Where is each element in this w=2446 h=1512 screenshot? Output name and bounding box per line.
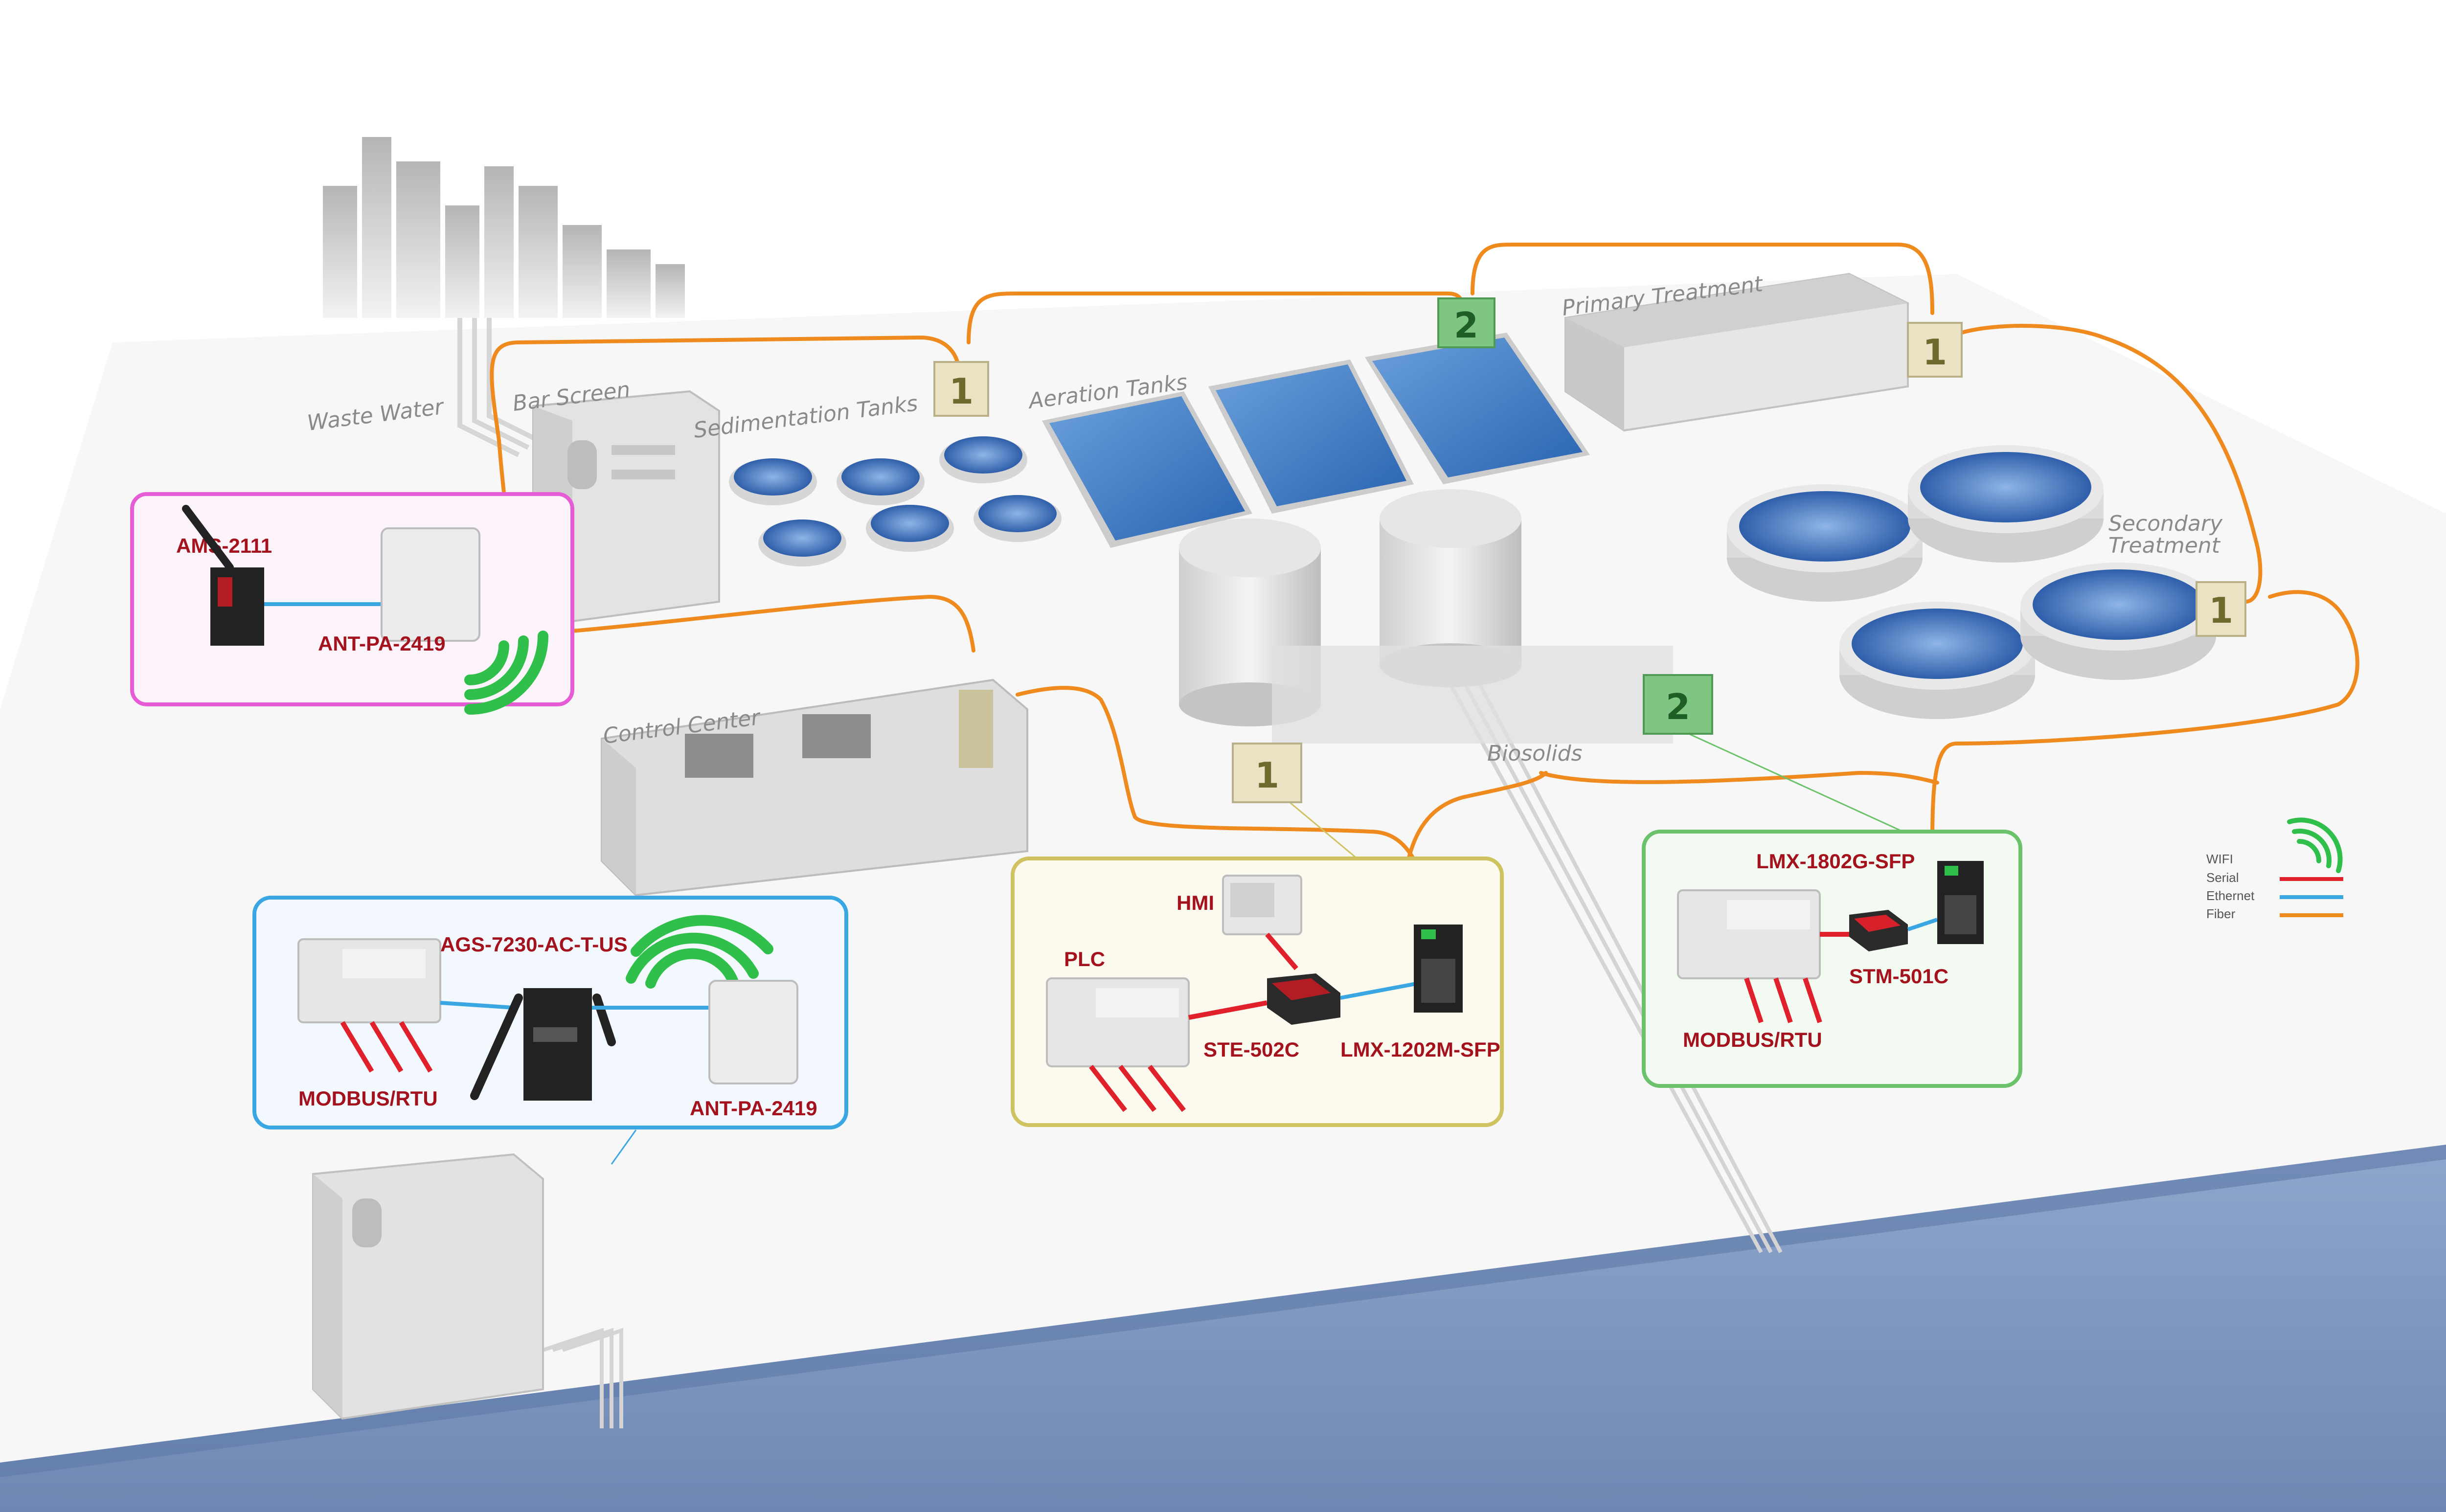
ags-7230-router [470, 988, 616, 1101]
secondary-clarifiers [1727, 445, 2216, 719]
antenna-icon [470, 993, 523, 1100]
remote-pump-station [312, 1153, 544, 1420]
city-skyline [323, 137, 685, 318]
panel-antenna-top [381, 527, 480, 642]
wifi-icon-bottom [626, 915, 773, 989]
aeration-tanks [1042, 333, 1590, 548]
plc-icon-center [1046, 977, 1190, 1067]
label-ste-502c: STE-502C [1203, 1038, 1299, 1061]
network-nodes: 1 2 1 1 2 1 [933, 297, 2246, 803]
ste-502c-device [1267, 973, 1340, 1025]
legend-ethernet-label: Ethernet [2206, 888, 2255, 903]
node-2-aeration: 2 [1437, 297, 1495, 348]
plc-icon-right [1677, 889, 1821, 979]
panel-ams-2111: AMS-2111 ANT-PA-2419 [130, 492, 574, 715]
outfall-pipes [542, 679, 1783, 1428]
stm-501c-device [1849, 910, 1908, 951]
label-stm-501c: STM-501C [1849, 965, 1948, 988]
node-1-primary: 1 [1907, 322, 1963, 378]
serial-links-left [340, 1021, 433, 1073]
node-1-sedimentation: 1 [933, 361, 989, 417]
legend-wifi-label: WIFI [2206, 852, 2233, 866]
node-1-sedimentation-label: 1 [949, 371, 974, 412]
label-secondary-line2: Treatment [2108, 533, 2221, 558]
label-ant-pa-2419-bottom: ANT-PA-2419 [690, 1097, 817, 1120]
node-1-secondary-label: 1 [2209, 590, 2233, 631]
legend-fiber-label: Fiber [2206, 906, 2236, 921]
serial-link-plc-ste [1188, 1000, 1268, 1020]
bar-screen-building [532, 390, 720, 623]
node-2-biosolids: 2 [1643, 674, 1713, 735]
hmi-icon [1222, 875, 1302, 935]
panel-ags-7230: AGS-7230-AC-T-US MODBUS/RTU ANT-PA-2419 [252, 896, 848, 1129]
node-1-secondary: 1 [2196, 581, 2246, 637]
panel-antenna-bottom [708, 980, 798, 1084]
legend: WIFI Serial Ethernet Fiber [2206, 817, 2343, 921]
lmx-1802g-switch [1937, 861, 1984, 944]
antenna-icon [182, 505, 234, 571]
legend-wifi-icon [2287, 817, 2343, 873]
label-lmx-1802g-sfp: LMX-1802G-SFP [1756, 850, 1915, 873]
lmx-1202m-switch [1414, 925, 1463, 1013]
label-lmx-1202m-sfp: LMX-1202M-SFP [1340, 1038, 1500, 1061]
plc-icon-left [297, 938, 441, 1023]
serial-link-hmi [1265, 932, 1298, 970]
node-1-biosolids: 1 [1232, 743, 1302, 803]
label-ant-pa-2419-top: ANT-PA-2419 [318, 632, 446, 655]
serial-links-center [1089, 1064, 1186, 1112]
node-2-biosolids-label: 2 [1666, 686, 1690, 727]
label-modbus-rtu-right: MODBUS/RTU [1683, 1028, 1822, 1051]
label-secondary-line1: Secondary [2108, 511, 2223, 536]
ethernet-link-ste-lmx [1340, 981, 1419, 1000]
label-hmi: HMI [1177, 891, 1214, 914]
panel-lmx-1802g: LMX-1802G-SFP STM-501C MODBUS/RTU [1642, 830, 2022, 1088]
node-2-aeration-label: 2 [1454, 305, 1478, 346]
node-1-biosolids-label: 1 [1255, 755, 1279, 796]
ams-2111-device [182, 505, 264, 646]
panel-lmx-1202m: HMI PLC STE-502C LMX-1202M-SFP [1011, 857, 1504, 1127]
wifi-icon-top [464, 631, 548, 715]
serial-links-right [1744, 977, 1822, 1023]
label-ags-7230: AGS-7230-AC-T-US [440, 933, 628, 956]
primary-treatment-building [1564, 272, 1909, 432]
ethernet-link-stm-lmx [1907, 918, 1938, 931]
legend-serial-label: Serial [2206, 870, 2239, 885]
sedimentation-tanks [729, 436, 1062, 566]
label-biosolids: Biosolids [1487, 741, 1582, 766]
control-center-room [601, 678, 1028, 897]
node-1-primary-label: 1 [1923, 332, 1947, 373]
label-modbus-rtu-left: MODBUS/RTU [298, 1087, 438, 1110]
antenna-icon [592, 993, 616, 1046]
ethernet-link-plc-ags [440, 1001, 514, 1010]
label-plc: PLC [1064, 948, 1105, 970]
digester-tanks [1179, 489, 1673, 744]
